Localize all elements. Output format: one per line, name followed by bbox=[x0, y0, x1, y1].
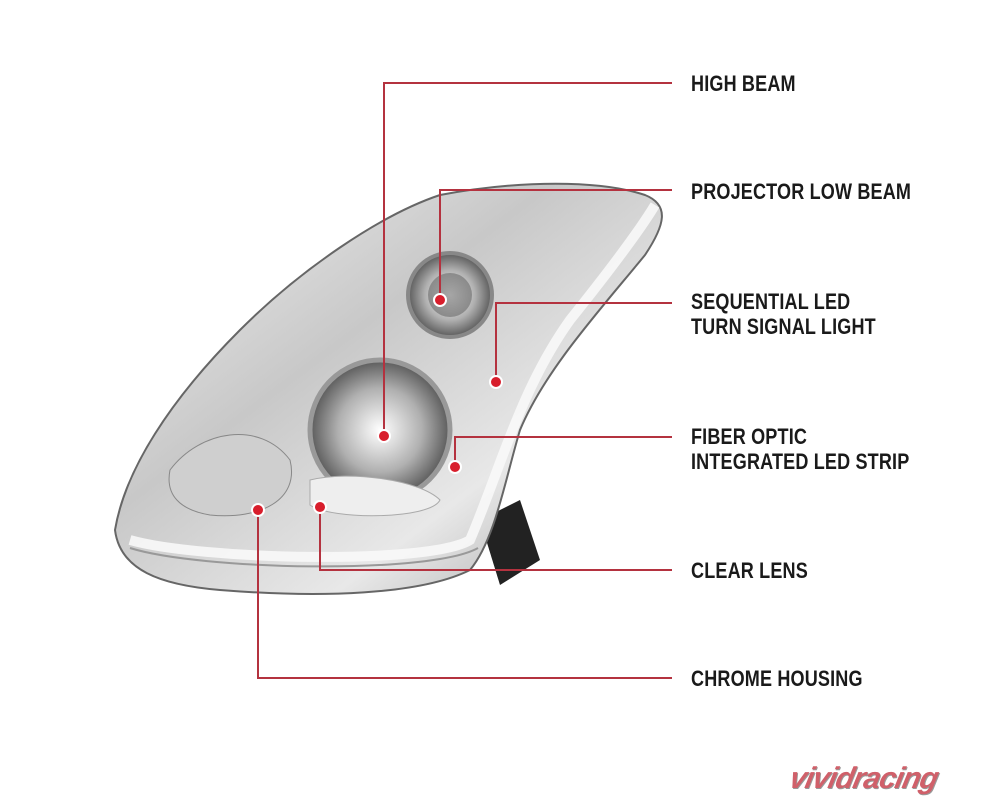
dot-fiber-optic bbox=[448, 460, 462, 474]
label-chrome-housing: CHROME HOUSING bbox=[691, 666, 863, 691]
leader-clear-lens bbox=[319, 507, 672, 571]
label-sequential-led: SEQUENTIAL LED TURN SIGNAL LIGHT bbox=[691, 289, 876, 339]
leader-lines bbox=[257, 82, 672, 679]
leader-projector-low-beam bbox=[439, 189, 672, 300]
low-reflector bbox=[168, 434, 292, 517]
dot-chrome-housing bbox=[251, 503, 265, 517]
label-line: SEQUENTIAL LED bbox=[691, 289, 851, 314]
dot-sequential-led bbox=[489, 375, 503, 389]
leader-sequential-led bbox=[495, 302, 672, 382]
label-line: TURN SIGNAL LIGHT bbox=[691, 314, 876, 339]
vividracing-logo: vividracing bbox=[786, 762, 942, 795]
label-high-beam: HIGH BEAM bbox=[691, 71, 796, 96]
dot-high-beam bbox=[377, 429, 391, 443]
label-line: INTEGRATED LED STRIP bbox=[691, 449, 910, 474]
dot-clear-lens bbox=[313, 500, 327, 514]
label-projector-low-beam: PROJECTOR LOW BEAM bbox=[691, 179, 912, 204]
leader-chrome-housing bbox=[257, 510, 672, 679]
leader-high-beam bbox=[383, 82, 672, 436]
label-line: FIBER OPTIC bbox=[691, 424, 808, 449]
dot-projector-low-beam bbox=[433, 293, 447, 307]
label-clear-lens: CLEAR LENS bbox=[691, 558, 808, 583]
fiber-strip bbox=[128, 202, 660, 562]
label-fiber-optic: FIBER OPTIC INTEGRATED LED STRIP bbox=[691, 424, 909, 474]
leader-fiber-optic bbox=[454, 436, 672, 467]
